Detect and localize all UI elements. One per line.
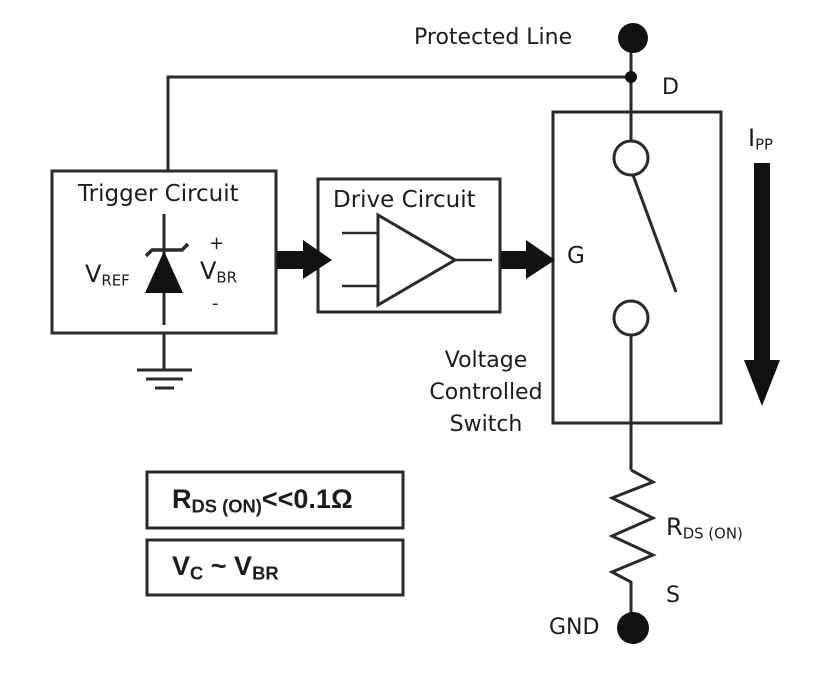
gate-label: G xyxy=(567,243,585,269)
source-label: S xyxy=(666,583,680,608)
switch-caption-line-2: Controlled xyxy=(429,380,543,405)
switch-contact-bottom xyxy=(612,299,650,337)
drain-label: D xyxy=(662,75,679,100)
rds-on-label: RDS (ON) xyxy=(666,513,743,543)
vbr-plus-label: + xyxy=(209,233,225,254)
arrow-trigger-to-drive xyxy=(277,240,332,279)
switch-caption: Voltage Controlled Switch xyxy=(424,345,548,441)
protected-line-label: Protected Line xyxy=(414,25,573,50)
arrow-drive-to-gate xyxy=(501,240,555,279)
switch-caption-line-3: Switch xyxy=(449,412,523,437)
vbr-minus-label: - xyxy=(212,293,219,314)
ipp-label: IPP xyxy=(748,124,774,154)
drive-circuit-title: Drive Circuit xyxy=(333,187,476,213)
switch-blade xyxy=(631,174,678,293)
switch-contact-top xyxy=(612,139,650,177)
resistor-rds-on xyxy=(608,468,657,615)
switch-caption-line-1: Voltage xyxy=(444,348,528,373)
gnd-terminal xyxy=(617,612,649,644)
drive-circuit-box xyxy=(316,177,502,314)
sense-wire xyxy=(166,75,631,171)
protected-line-terminal xyxy=(618,23,648,53)
ipp-current-arrow xyxy=(744,163,780,406)
buffer-amplifier-icon xyxy=(376,212,458,308)
trigger-circuit-title: Trigger Circuit xyxy=(78,181,239,207)
zener-diode-icon xyxy=(145,251,183,293)
formula-vc-text: VC ~ VBR xyxy=(172,551,279,584)
vref-label: VREF xyxy=(85,260,130,290)
drain-junction-dot xyxy=(625,71,637,83)
formula-box-rds xyxy=(145,470,405,530)
zener-bar xyxy=(144,242,190,258)
formula-rds-text: RDS (ON)<<0.1Ω xyxy=(172,484,353,517)
vbr-label: VBR xyxy=(200,257,237,287)
gnd-label: GND xyxy=(549,615,600,640)
voltage-controlled-switch-box xyxy=(551,110,723,425)
formula-box-vc xyxy=(145,538,405,597)
